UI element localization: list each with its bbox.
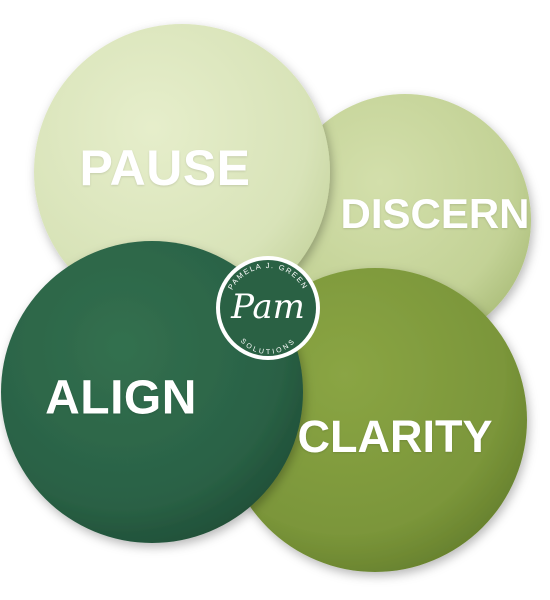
logo-badge: [220, 260, 316, 356]
pause-circle: [34, 24, 330, 320]
pam-logo: PAMELA J. GREEN Pam SOLUTIONS: [216, 256, 320, 360]
logo-script-text: Pam: [230, 287, 305, 327]
